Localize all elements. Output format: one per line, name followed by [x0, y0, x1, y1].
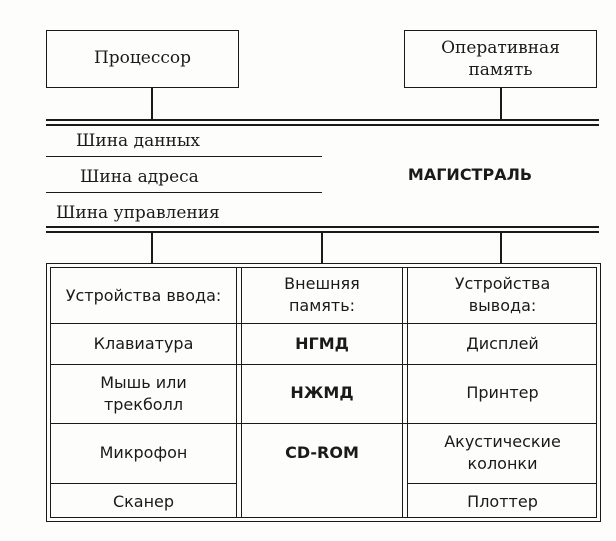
- input-item-scanner: Сканер: [112, 492, 175, 511]
- processor-box: [46, 30, 239, 88]
- output-item-printer: Принтер: [466, 383, 539, 402]
- devices-table-outer: [46, 263, 601, 522]
- storage-connector: [321, 233, 323, 263]
- storage-item-hdd: НЖМД: [290, 383, 354, 402]
- input-devices-header: Устройства ввода:: [65, 286, 222, 305]
- processor-connector: [151, 88, 153, 119]
- bus-top-line-1: [46, 119, 599, 121]
- output-item-speakers: Акустические колонки: [444, 432, 561, 473]
- external-storage-header: Внешняя память:: [284, 274, 360, 315]
- output-item-plotter: Плоттер: [467, 492, 538, 511]
- col-sep-1a: [236, 267, 238, 518]
- col-sep-2b: [407, 267, 409, 518]
- devices-table-inner: [50, 267, 597, 518]
- output-item-display: Дисплей: [466, 334, 539, 353]
- input-item-keyboard: Клавиатура: [93, 334, 194, 353]
- ram-connector: [500, 88, 502, 119]
- ram-label: Оперативная память: [441, 38, 560, 80]
- col-sep-2a: [402, 267, 404, 518]
- input-item-microphone: Микрофон: [99, 443, 188, 462]
- output-devices-header: Устройства вывода:: [454, 274, 551, 315]
- bus-title: МАГИСТРАЛЬ: [407, 165, 533, 184]
- address-bus-line: [46, 192, 322, 194]
- data-bus-line: [46, 156, 322, 158]
- control-bus-label: Шина управления: [56, 203, 220, 223]
- col-sep-1b: [241, 267, 243, 518]
- processor-label: Процессор: [93, 48, 192, 68]
- row-sep-3: [50, 423, 597, 425]
- bus-top-line-2: [46, 124, 599, 126]
- row-sep-4b: [407, 483, 597, 485]
- address-bus-label: Шина адреса: [80, 167, 199, 187]
- bus-bottom-line-1: [46, 226, 599, 228]
- input-connector: [151, 233, 153, 263]
- data-bus-label: Шина данных: [76, 131, 200, 151]
- storage-item-fdd: НГМД: [295, 334, 349, 353]
- storage-item-cdrom: CD-ROM: [285, 443, 359, 462]
- input-item-mouse: Мышь или трекболл: [100, 373, 187, 414]
- row-sep-1: [50, 323, 597, 325]
- output-connector: [500, 233, 502, 263]
- bus-bottom-line-2: [46, 231, 599, 233]
- row-sep-2: [50, 364, 597, 366]
- ram-box: [404, 30, 597, 88]
- row-sep-4a: [50, 483, 237, 485]
